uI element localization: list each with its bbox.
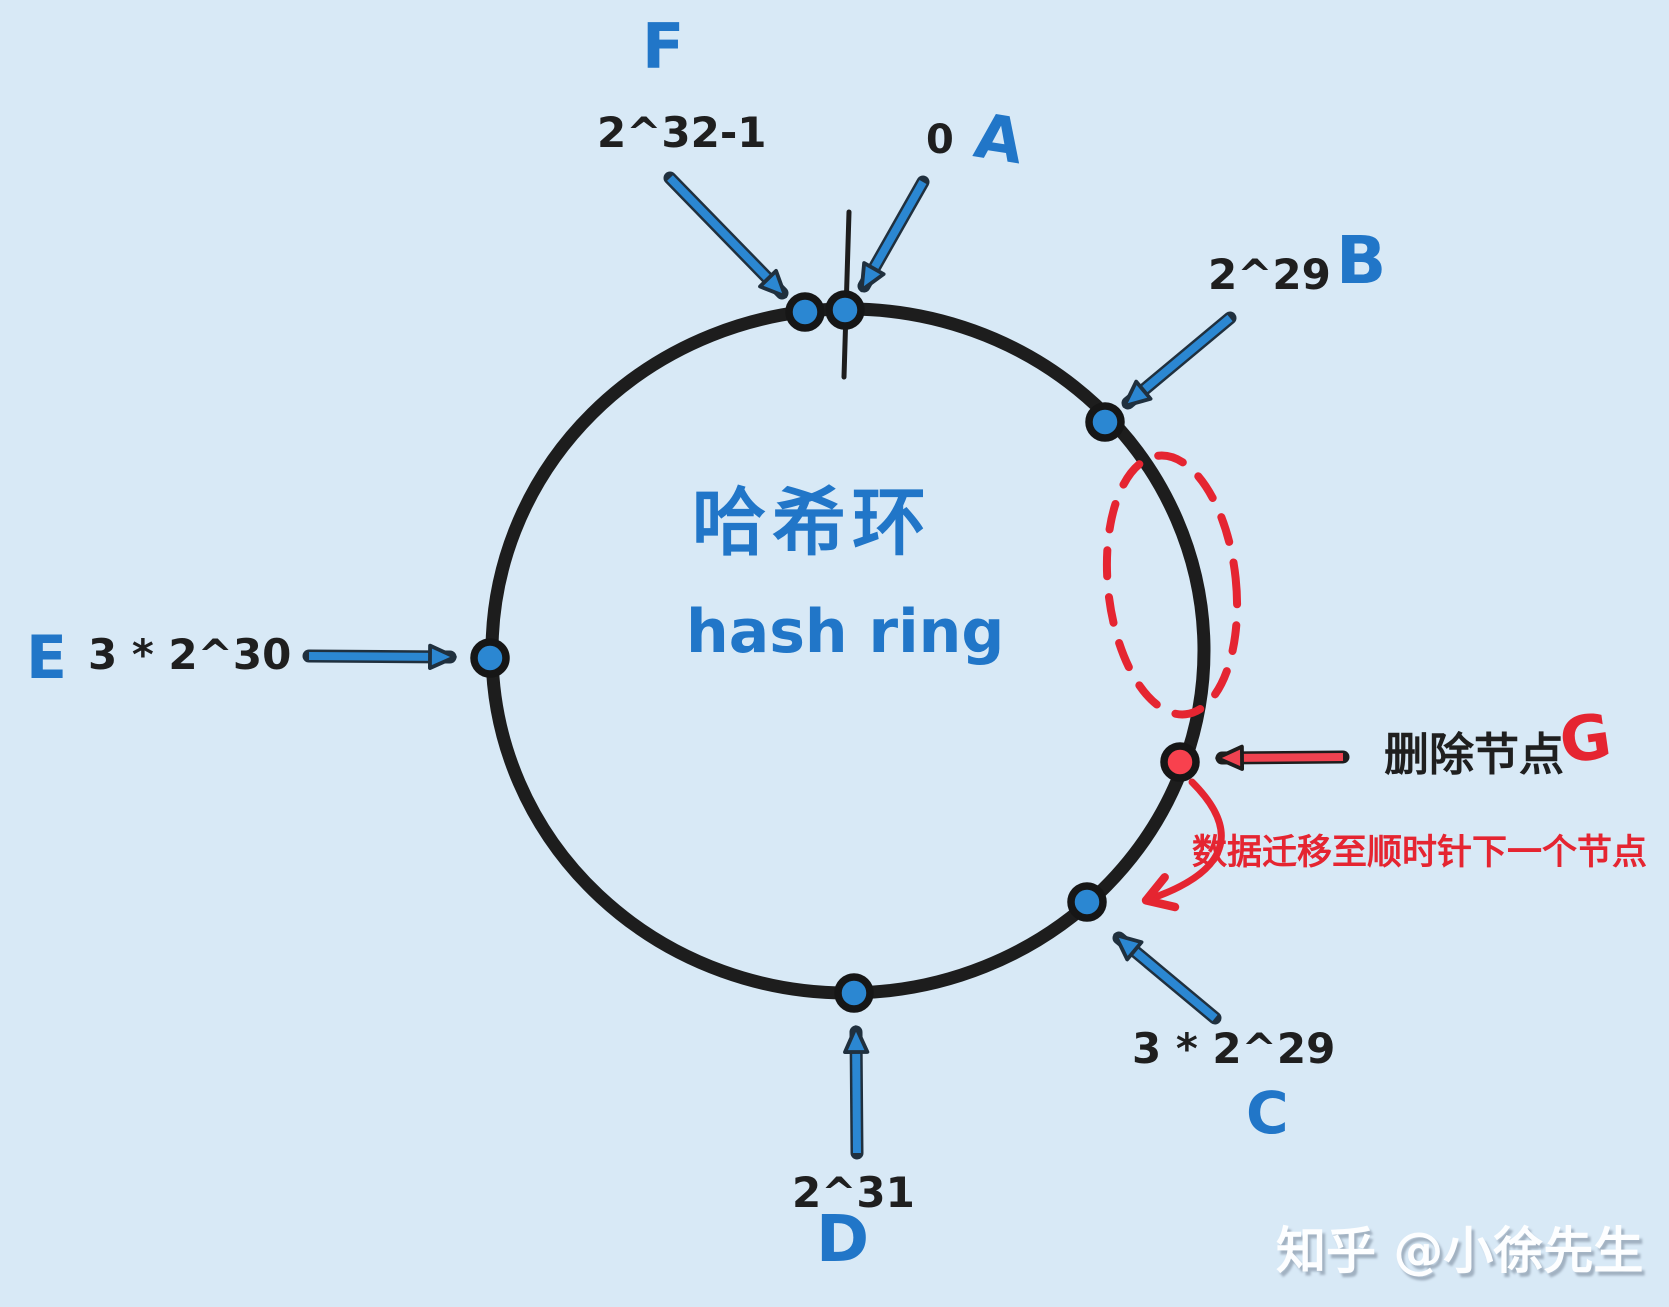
ring-nodes bbox=[470, 290, 1200, 1013]
node-e-dot bbox=[470, 638, 510, 678]
node-e-hash-value: 3 * 2^30 bbox=[88, 630, 292, 679]
affected-range-dashed-ellipse bbox=[1102, 451, 1242, 719]
node-c-letter: C bbox=[1246, 1079, 1289, 1147]
node-a-letter: A bbox=[969, 98, 1029, 179]
node-f-letter: F bbox=[642, 10, 685, 83]
arrow-a bbox=[857, 175, 930, 293]
node-f-hash-value: 2^32-1 bbox=[597, 108, 767, 157]
node-b-letter: B bbox=[1336, 222, 1387, 299]
arrow-c bbox=[1112, 931, 1222, 1025]
node-b-hash-value: 2^29 bbox=[1208, 250, 1331, 299]
node-e-letter: E bbox=[26, 623, 67, 693]
node-f-dot bbox=[785, 292, 825, 332]
arrow-f bbox=[663, 171, 789, 300]
watermark: 知乎 @小徐先生 bbox=[1276, 1222, 1644, 1280]
arrow-b bbox=[1121, 311, 1237, 410]
node-g-letter: G bbox=[1555, 698, 1616, 779]
node-pointer-arrows bbox=[302, 171, 1237, 1160]
node-d-letter: D bbox=[816, 1203, 870, 1277]
node-c-hash-value: 3 * 2^29 bbox=[1132, 1024, 1336, 1073]
node-b-dot bbox=[1085, 402, 1125, 442]
arrow-d bbox=[843, 1025, 870, 1160]
node-g-deleted-dot bbox=[1160, 742, 1200, 782]
arrow-e bbox=[302, 643, 457, 670]
diagram-title-en: hash ring bbox=[686, 597, 1005, 667]
node-d-hash-value: 2^31 bbox=[792, 1168, 915, 1217]
delete-arrow bbox=[1215, 744, 1350, 771]
diagram-title-zh: 哈希环 bbox=[692, 480, 932, 566]
node-c-dot bbox=[1067, 882, 1107, 922]
node-d-dot bbox=[834, 973, 874, 1013]
delete-node-label: 删除节点 bbox=[1384, 728, 1565, 781]
node-a-hash-value: 0 bbox=[926, 117, 954, 163]
node-a-dot bbox=[825, 290, 865, 330]
migration-curved-arrow bbox=[1141, 778, 1225, 912]
migration-annotation: 数据迁移至顺时针下一个节点 bbox=[1192, 833, 1648, 873]
